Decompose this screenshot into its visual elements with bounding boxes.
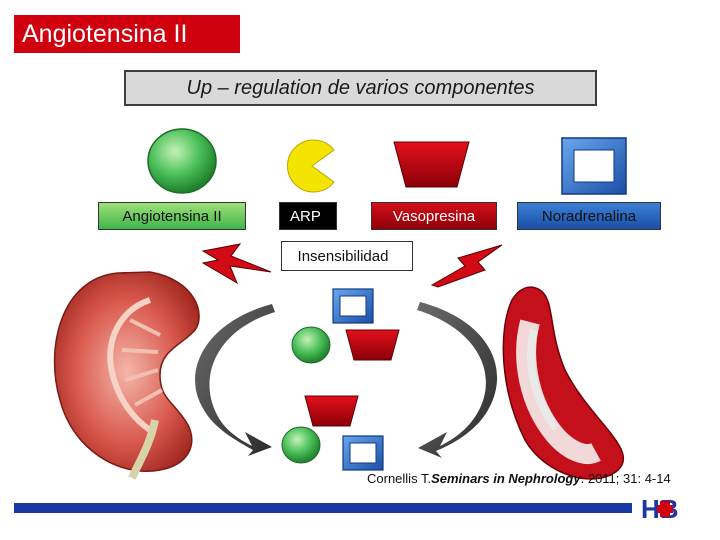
footer-bar [14, 503, 632, 513]
label-noradrenalina: Noradrenalina [517, 202, 661, 230]
label-insensibilidad: Insensibilidad [281, 241, 413, 271]
label-vasopresina: Vasopresina [371, 202, 497, 230]
curved-arrow-icon [417, 302, 498, 458]
red-trapezoid-icon [393, 141, 470, 188]
citation-author: Cornellis T. [367, 471, 432, 486]
hb-logo: HB [640, 494, 694, 524]
green-sphere-icon [281, 426, 321, 464]
label-angiotensina: Angiotensina II [98, 202, 246, 230]
citation-journal: Seminars in Nephrology [431, 471, 581, 486]
lightning-icon [430, 244, 503, 288]
pacman-icon [287, 139, 335, 193]
blue-square-icon [342, 435, 384, 471]
blue-square-icon [561, 137, 627, 195]
citation: Cornellis T.Seminars in Nephrology. 2011… [367, 471, 707, 486]
lightning-icon [201, 243, 272, 285]
curved-arrow-icon [195, 304, 275, 456]
label-arp: ARP [279, 202, 337, 230]
slide-subtitle: Up – regulation de varios componentes [124, 70, 597, 106]
slide-title: Angiotensina II [14, 15, 240, 53]
red-trapezoid-icon [345, 329, 400, 361]
blue-square-icon [332, 288, 374, 324]
blood-vessel-icon [502, 286, 625, 480]
red-trapezoid-icon [304, 395, 359, 427]
citation-details: . 2011; 31: 4-14 [580, 471, 671, 486]
green-sphere-icon [147, 128, 217, 194]
kidney-icon [53, 271, 200, 480]
green-sphere-icon [291, 326, 331, 364]
